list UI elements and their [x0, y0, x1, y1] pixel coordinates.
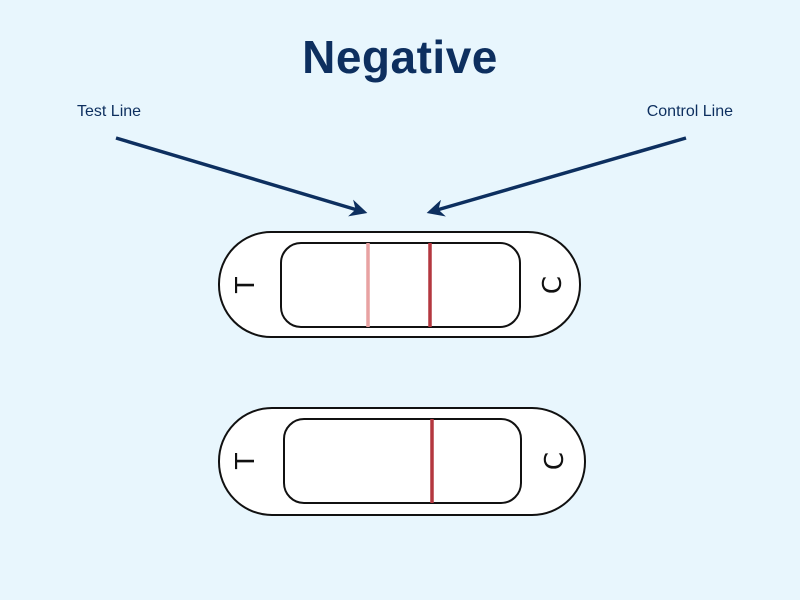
control-line-arrow	[426, 136, 687, 217]
cassette-1-window	[280, 242, 521, 328]
cassette-1-t-letter: T	[231, 277, 261, 294]
test-line-label: Test Line	[77, 103, 142, 120]
cassette-2-window	[283, 418, 522, 504]
cassette-2-c-letter: C	[540, 452, 570, 470]
cassette-1: T C	[218, 231, 581, 338]
cassette-2: T C	[218, 407, 586, 516]
test-line-arrow	[115, 136, 368, 217]
cassette-2-t-letter: T	[231, 453, 261, 470]
page-title: Negative	[302, 31, 498, 83]
control-line-label: Control Line	[646, 103, 733, 120]
cassette-1-c-letter: C	[538, 276, 568, 294]
